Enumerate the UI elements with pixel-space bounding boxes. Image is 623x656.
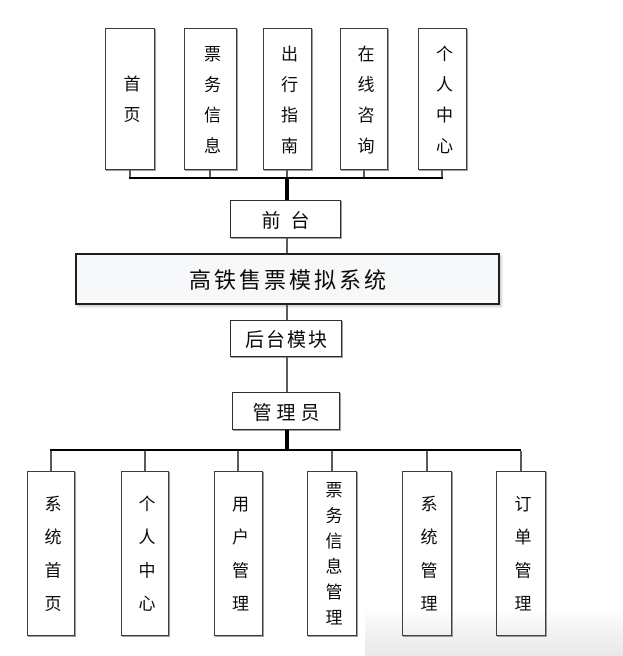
node-admin-user-mgmt-label: 用户管理 [228, 495, 248, 628]
node-front-personal-center: 个人中心 [418, 28, 467, 170]
node-admin-user-mgmt: 用户管理 [214, 471, 263, 636]
node-front-hub-label: 前台 [261, 209, 320, 232]
node-system-title: 高铁售票模拟系统 [75, 253, 500, 305]
connector-backend-to-admin [286, 357, 288, 392]
connector-front-stub-4 [363, 170, 365, 178]
node-front-hub: 前台 [230, 200, 341, 238]
node-front-ticket-info-label: 票务信息 [200, 44, 220, 167]
connector-admin-drop [285, 430, 289, 450]
node-admin-system-home: 系统首页 [27, 471, 75, 636]
system-title-label: 高铁售票模拟系统 [188, 269, 389, 294]
connector-system-to-backend [286, 305, 288, 320]
connector-front-to-system [286, 238, 288, 253]
node-backend-hub-label: 后台模块 [244, 329, 329, 351]
node-backend-hub: 后台模块 [230, 320, 342, 357]
node-admin-system-mgmt-label: 系统管理 [416, 495, 437, 628]
node-front-online-consult: 在线咨询 [340, 28, 388, 170]
node-admin-system-mgmt: 系统管理 [402, 471, 452, 636]
node-front-travel-guide: 出行指南 [263, 28, 312, 170]
connector-admin-stub-1 [50, 451, 52, 471]
connector-front-stub-1 [129, 170, 131, 178]
node-admin-personal-center-label: 个人中心 [134, 495, 155, 628]
connector-admin-stub-3 [237, 451, 239, 471]
node-front-travel-guide-label: 出行指南 [277, 44, 297, 167]
node-front-online-consult-label: 在线咨询 [353, 44, 374, 167]
node-front-home: 首页 [105, 28, 155, 170]
node-admin-ticket-info-mgmt-label: 票务信息管理 [321, 481, 342, 635]
connector-front-stub-5 [441, 170, 443, 178]
node-admin-label: 管理员 [252, 401, 325, 424]
connector-front-bus [129, 177, 443, 179]
node-admin-system-home-label: 系统首页 [40, 495, 61, 628]
node-front-ticket-info: 票务信息 [184, 28, 237, 170]
node-admin: 管理员 [232, 392, 340, 430]
node-front-personal-center-label: 个人中心 [432, 44, 452, 167]
connector-admin-stub-6 [520, 451, 522, 471]
node-admin-order-mgmt: 订单管理 [496, 471, 546, 636]
connector-front-stub-3 [286, 170, 288, 178]
connector-front-drop [285, 179, 289, 200]
connector-admin-stub-5 [426, 451, 428, 471]
node-admin-ticket-info-mgmt: 票务信息管理 [307, 471, 357, 636]
node-admin-personal-center: 个人中心 [121, 471, 169, 636]
node-front-home-label: 首页 [119, 75, 140, 137]
connector-admin-bus [50, 449, 521, 451]
connector-admin-stub-4 [331, 451, 333, 471]
connector-front-stub-2 [209, 170, 211, 178]
connector-admin-stub-2 [144, 451, 146, 471]
node-admin-order-mgmt-label: 订单管理 [510, 495, 531, 628]
